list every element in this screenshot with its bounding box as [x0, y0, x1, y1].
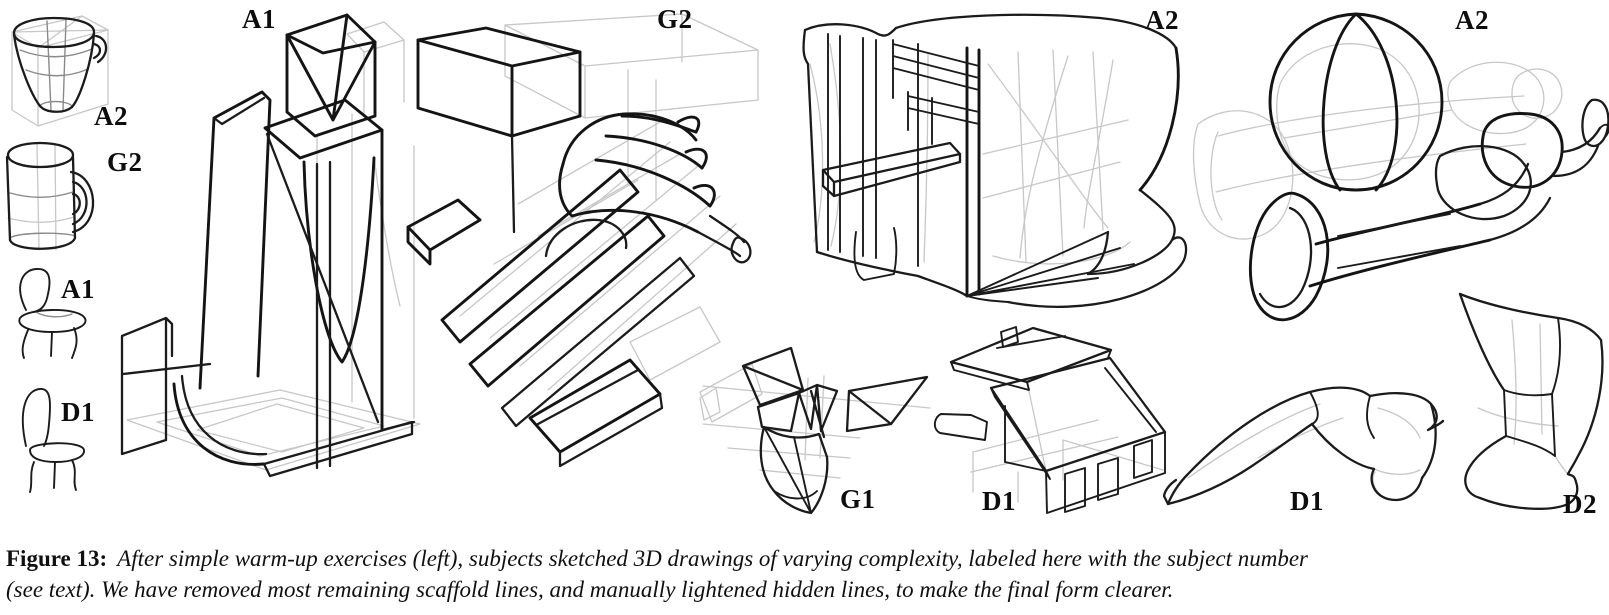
caption-text-1: After simple warm-up exercises (left), s…	[117, 546, 1308, 571]
panel-mechanism-g2	[398, 4, 763, 516]
caption-figure-label: Figure 13:	[6, 546, 108, 571]
label-warmup-chair-a1: A1	[61, 274, 95, 304]
panel-organic-a2	[1188, 4, 1609, 334]
booth-a2-drawing	[802, 13, 1188, 308]
label-warmup-mug: G2	[107, 147, 143, 177]
rocket-g1-drawing	[699, 346, 931, 515]
panel-warmup-mug	[0, 138, 102, 263]
warmup-cup-drawing	[11, 15, 109, 127]
boot-d2-drawing	[1458, 292, 1604, 510]
caption-text-2: (see text). We have removed most remaini…	[6, 577, 1174, 602]
label-house: D1	[982, 486, 1016, 516]
caption-line-1: Figure 13: After simple warm-up exercises…	[6, 543, 1604, 574]
label-warmup-chair-d1: D1	[61, 397, 95, 427]
label-handle: D1	[1290, 486, 1324, 516]
warmup-chair-a1-drawing	[18, 268, 87, 359]
label-warmup-cup: A2	[94, 101, 128, 131]
panel-warmup-chair-d1	[8, 384, 106, 496]
figure-caption: Figure 13: After simple warm-up exercises…	[6, 543, 1604, 605]
label-organic: A2	[1455, 5, 1489, 35]
panel-rocket-g1	[698, 328, 933, 520]
house-d1-drawing	[933, 326, 1167, 514]
label-booth: A2	[1145, 5, 1179, 35]
label-rocket: G1	[840, 484, 876, 514]
panel-booth-a2	[768, 4, 1192, 336]
caption-line-2: (see text). We have removed most remaini…	[6, 574, 1604, 605]
sculpture-a1-drawing	[120, 13, 421, 478]
label-mechanism: G2	[657, 4, 693, 34]
warmup-chair-d1-drawing	[21, 388, 85, 493]
label-sculpture: A1	[242, 4, 276, 34]
mechanism-g2-drawing	[406, 13, 763, 468]
panel-warmup-cup	[2, 2, 112, 132]
panel-handle-d1	[1158, 328, 1445, 520]
panel-warmup-chair-a1	[6, 266, 104, 362]
handle-d1-drawing	[1162, 386, 1445, 506]
panel-boot-d2	[1438, 284, 1609, 520]
organic-a2-drawing	[1192, 12, 1609, 322]
warmup-mug-drawing	[5, 141, 95, 251]
panel-house-d1	[913, 320, 1171, 520]
panel-sculpture-a1	[112, 6, 444, 514]
label-boot: D2	[1563, 489, 1597, 519]
